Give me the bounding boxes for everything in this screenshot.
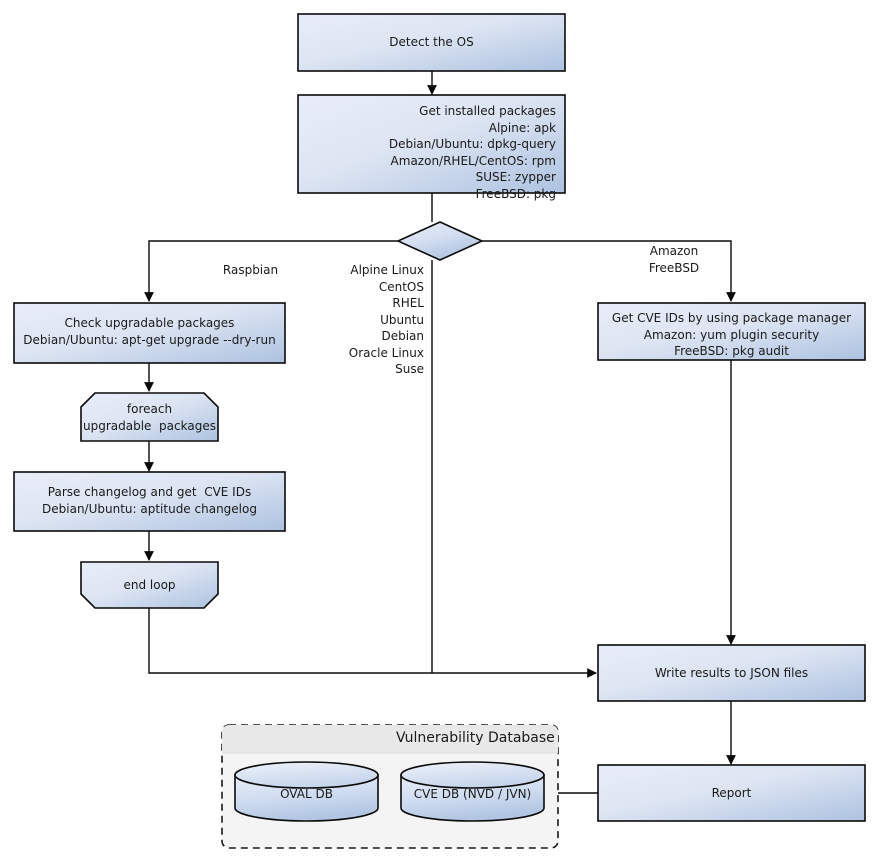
edge-decision-amazon — [482, 240, 736, 302]
node-check-upgradable-label: Check upgradable packages Debian/Ubuntu:… — [23, 316, 276, 347]
node-parse-changelog-shape — [13, 471, 286, 532]
node-get-installed-packages-shape — [297, 94, 566, 194]
node-oval-db-shape — [234, 761, 379, 822]
node-write-results-shape — [597, 644, 866, 702]
node-check-upgradable-shape — [13, 302, 286, 364]
node-foreach-shape — [80, 392, 219, 442]
node-parse-changelog-label: Parse changelog and get CVE IDs Debian/U… — [42, 485, 257, 516]
edge-label-raspbian: Raspbian — [222, 263, 279, 277]
node-get-cve-ids-label: Get CVE IDs by using package manager Ama… — [611, 311, 852, 358]
edge-label-amazon-freebsd: Amazon FreeBSD — [648, 244, 700, 275]
node-foreach-label: foreach upgradable packages — [83, 402, 216, 433]
node-cve-db-shape — [400, 761, 545, 822]
edge-decision-raspbian — [144, 240, 398, 302]
vulnerability-database-title: Vulnerability Database — [396, 730, 555, 746]
edge-endloop-to-write — [148, 608, 597, 678]
node-report-shape — [597, 764, 866, 822]
node-get-installed-packages-label: Get installed packages Alpine: apk Debia… — [388, 104, 556, 201]
node-decision-shape — [396, 221, 484, 261]
node-get-cve-ids-shape — [597, 302, 866, 361]
node-detect-os-shape — [297, 13, 566, 72]
edge-label-linux-distros: Alpine Linux CentOS RHEL Ubuntu Debian O… — [348, 263, 424, 376]
node-end-loop-shape — [80, 561, 219, 609]
